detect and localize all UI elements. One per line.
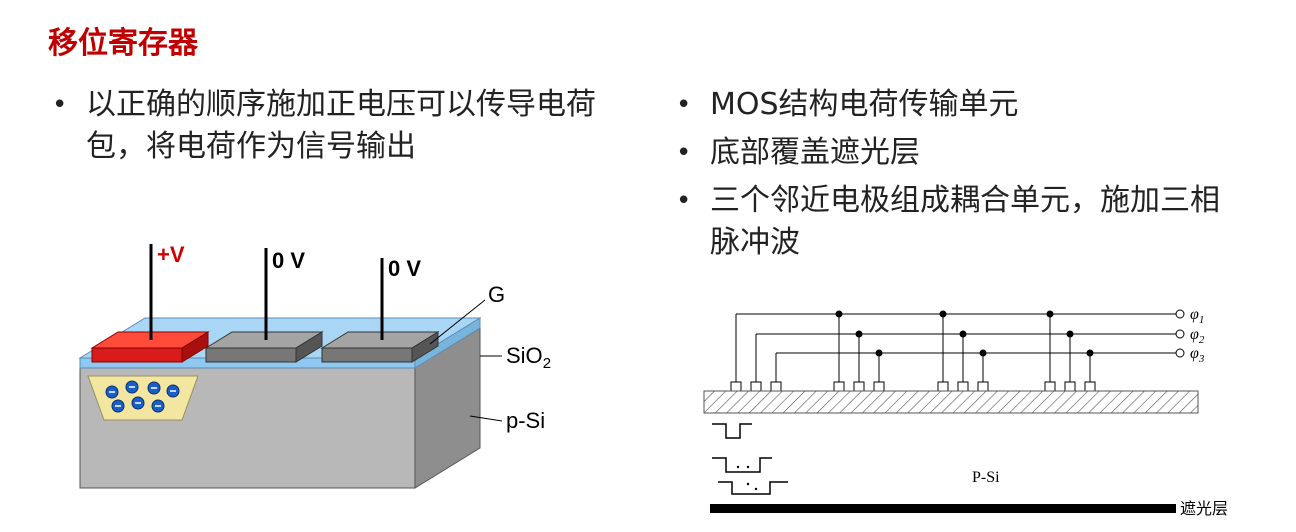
voltage-label: 0 V: [388, 256, 421, 281]
potential-well: [87, 375, 199, 421]
phase-terminal: [1175, 309, 1185, 319]
mos-structure-diagram: +V 0 V 0 V G SiO2 p-Si: [78, 242, 551, 489]
oxide-label: SiO2: [506, 343, 551, 372]
junction-dots: [835, 310, 1094, 357]
phase-label-2: φ2: [1190, 326, 1205, 346]
oxide-side: [414, 317, 481, 369]
light-shield-label: 遮光层: [1180, 500, 1228, 518]
gate-front-inactive: [205, 347, 297, 363]
phase-label-3: φ3: [1190, 345, 1205, 365]
potential-well-sketch: [712, 423, 788, 495]
bullet-item: 三个邻近电极组成耦合单元，施加三相脉冲波: [676, 180, 1236, 264]
substrate-label: p-Si: [506, 408, 545, 433]
voltage-label-positive: +V: [157, 242, 185, 267]
phase-label-1: φ1: [1190, 306, 1204, 326]
bullet-item: MOS结构电荷传输单元: [676, 84, 1236, 126]
slide-title: 移位寄存器: [48, 26, 198, 61]
electrodes: [730, 381, 1096, 392]
bullet-item: 底部覆盖遮光层: [676, 132, 1236, 174]
oxide-layer: [703, 390, 1199, 414]
electrode-wires: [735, 314, 1091, 382]
gate-label: G: [488, 282, 505, 307]
phase-terminal: [1175, 329, 1185, 339]
gate-front-active: [91, 347, 183, 363]
voltage-label: 0 V: [272, 248, 305, 273]
left-bullet-list: 以正确的顺序施加正电压可以传导电荷包，将电荷作为信号输出: [52, 84, 612, 174]
right-bullet-list: MOS结构电荷传输单元 底部覆盖遮光层 三个邻近电极组成耦合单元，施加三相脉冲波: [676, 84, 1236, 270]
gate-side-active: [181, 331, 209, 363]
light-shield: [710, 504, 1176, 513]
ccd-cross-section-diagram: φ1 φ2 φ3 P-Si 遮光层: [703, 306, 1228, 518]
gate-front-inactive: [321, 347, 413, 363]
substrate-label: P-Si: [972, 469, 1000, 486]
bullet-item: 以正确的顺序施加正电压可以传导电荷包，将电荷作为信号输出: [52, 84, 612, 168]
callout-line: [429, 299, 486, 345]
charge-dots: [736, 465, 758, 491]
gate-side-inactive: [295, 331, 323, 363]
gate-side-inactive: [411, 331, 439, 363]
phase-terminal: [1175, 348, 1185, 358]
electron-signs: [109, 386, 176, 407]
callout-line: [469, 415, 503, 422]
